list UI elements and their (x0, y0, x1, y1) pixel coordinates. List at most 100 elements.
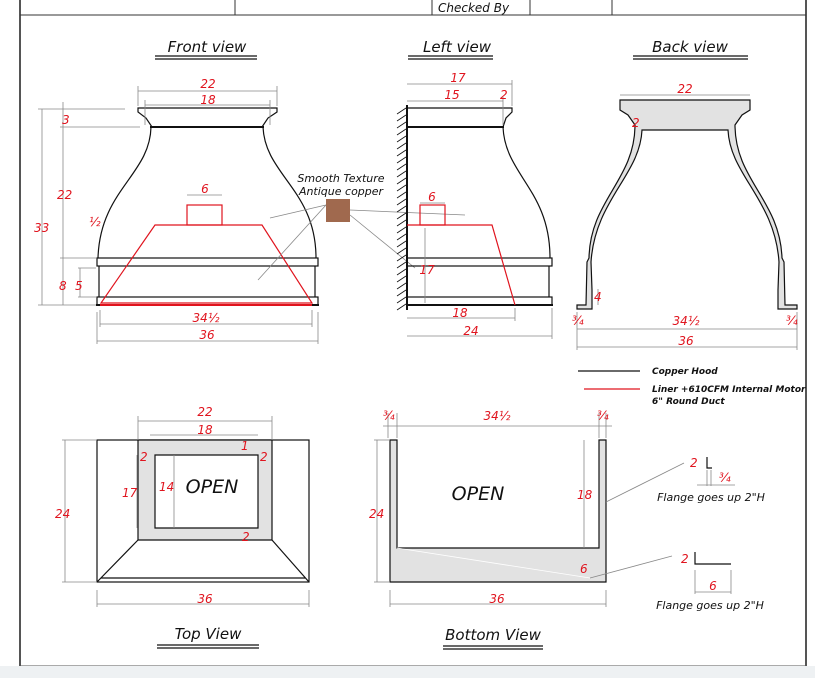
front-view-title: Front view (168, 38, 247, 56)
checked-by-label: Checked By (438, 1, 510, 15)
dim-inner-top: 18 (197, 423, 213, 437)
dim-band: 8 (59, 279, 67, 293)
dim-leg: 4 (594, 290, 602, 304)
flange-height: 2 (690, 456, 698, 470)
dim-inner-width: 34½ (193, 311, 220, 325)
bottom-view-dimensions: ¾ 34½ ¾ 24 18 6 36 (369, 409, 609, 606)
wall-hatch-line (396, 114, 407, 122)
wall-hatch-line (396, 177, 407, 185)
wall-hatch-line (396, 282, 407, 290)
back-view (576, 94, 798, 350)
front-view-dimensions: 22 18 3 22 33 ½ 8 5 6 34½ 36 (34, 77, 220, 342)
dim-left-side: 2 (140, 450, 148, 464)
dim-open-depth: 18 (577, 488, 593, 502)
bottom-view: OPEN (374, 413, 685, 607)
dim-overall-height: 33 (34, 221, 49, 235)
left-view-dimensions: 17 15 2 6 17 18 24 (419, 71, 507, 338)
wall-hatch-line (396, 212, 407, 220)
dim-outer-top: 22 (197, 405, 212, 419)
dim-right-side: 2 (260, 450, 268, 464)
wall-hatch-line (396, 275, 407, 283)
wall-hatch-line (396, 191, 407, 199)
wall-hatch-line (396, 233, 407, 241)
dim-top-outer: 17 (450, 71, 466, 85)
dim-right-wall: ¾ (597, 409, 609, 423)
dim-depth: 24 (369, 507, 384, 521)
legend-liner: Liner +610CFM Internal Motor (652, 385, 806, 395)
dim-inner-width: 34½ (484, 409, 511, 423)
copper-swatch (326, 199, 350, 222)
material-line2: Antique copper (298, 185, 385, 198)
flange-height: 2 (681, 552, 689, 566)
dim-open-depth: 14 (159, 480, 174, 494)
dim-width: 36 (489, 592, 505, 606)
dim-inner-width: 34½ (673, 314, 700, 328)
wall-hatch-line (396, 219, 407, 227)
dim-front: 6 (580, 562, 588, 576)
dim-body: 22 (57, 188, 72, 202)
view-titles: Front view Left view Back view Top View … (155, 38, 748, 650)
dim-outer-width: 36 (678, 334, 694, 348)
wall-hatch-line (396, 135, 407, 143)
material-line1: Smooth Texture (297, 172, 384, 185)
wall-hatch-line (396, 184, 407, 192)
dim-depth: 24 (55, 507, 70, 521)
wall-hatch-line (396, 303, 407, 311)
wall-hatch-line (396, 128, 407, 136)
left-view-title: Left view (423, 38, 492, 56)
dim-lip: 2 (632, 116, 640, 130)
bottom-view-title: Bottom View (445, 626, 541, 644)
dim-duct: 6 (201, 182, 209, 196)
wall-hatch-line (396, 247, 407, 255)
front-view (38, 86, 319, 344)
open-label: OPEN (452, 483, 505, 505)
dim-top: 22 (677, 82, 692, 96)
wall-hatch-line (396, 121, 407, 129)
wall-hatch-line (396, 205, 407, 213)
dim-left-wall: ¾ (572, 314, 584, 328)
dim-depth: 24 (463, 324, 478, 338)
dim-right-wall: ¾ (786, 314, 798, 328)
open-label: OPEN (186, 476, 239, 498)
wall-hatch-line (396, 268, 407, 276)
wall-hatch-line (396, 261, 407, 269)
top-view-title: Top View (175, 625, 242, 643)
flange-detail-front: 2 6 Flange goes up 2"H (656, 552, 764, 612)
legend-copper-hood: Copper Hood (652, 367, 718, 377)
flange-detail-side: 2 ¾ Flange goes up 2"H (657, 456, 765, 504)
flange-width: ¾ (719, 471, 731, 485)
dim-lip: 2 (500, 88, 508, 102)
wall-hatch-line (396, 226, 407, 234)
wall-hatch-line (396, 156, 407, 164)
flange-note: Flange goes up 2"H (656, 599, 764, 612)
left-view (396, 80, 553, 339)
dim-front-side: 2 (242, 530, 250, 544)
flange-width: 6 (709, 579, 717, 593)
wall-hatch-line (396, 142, 407, 150)
dim-inner-depth: 17 (122, 486, 138, 500)
legend: Copper Hood Liner +610CFM Internal Motor… (578, 367, 806, 407)
dim-duct: 6 (428, 190, 436, 204)
wall-hatch-line (396, 240, 407, 248)
dim-liner-depth: 18 (452, 306, 468, 320)
dim-half: ½ (89, 215, 101, 229)
dim-outer-width: 36 (199, 328, 215, 342)
legend-duct: 6" Round Duct (652, 397, 725, 407)
dim-top-outer: 22 (200, 77, 215, 91)
wall-hatch-line (396, 163, 407, 171)
wall-hatch-line (396, 289, 407, 297)
dim-left-wall: ¾ (383, 409, 395, 423)
top-view: OPEN (62, 416, 310, 607)
back-view-dimensions: 22 2 4 ¾ 34½ ¾ 36 (572, 82, 798, 348)
wall-hatch-line (396, 296, 407, 304)
top-view-dimensions: 22 18 2 2 1 2 24 17 14 36 (55, 405, 268, 606)
dim-cap: 3 (62, 113, 70, 127)
back-view-title: Back view (652, 38, 728, 56)
dim-liner: 17 (419, 263, 435, 277)
window-bottom-bar (0, 666, 815, 678)
wall-hatch-line (396, 198, 407, 206)
wall-hatch-line (396, 107, 407, 115)
flange-note: Flange goes up 2"H (657, 491, 765, 504)
dim-top-inner: 15 (444, 88, 459, 102)
